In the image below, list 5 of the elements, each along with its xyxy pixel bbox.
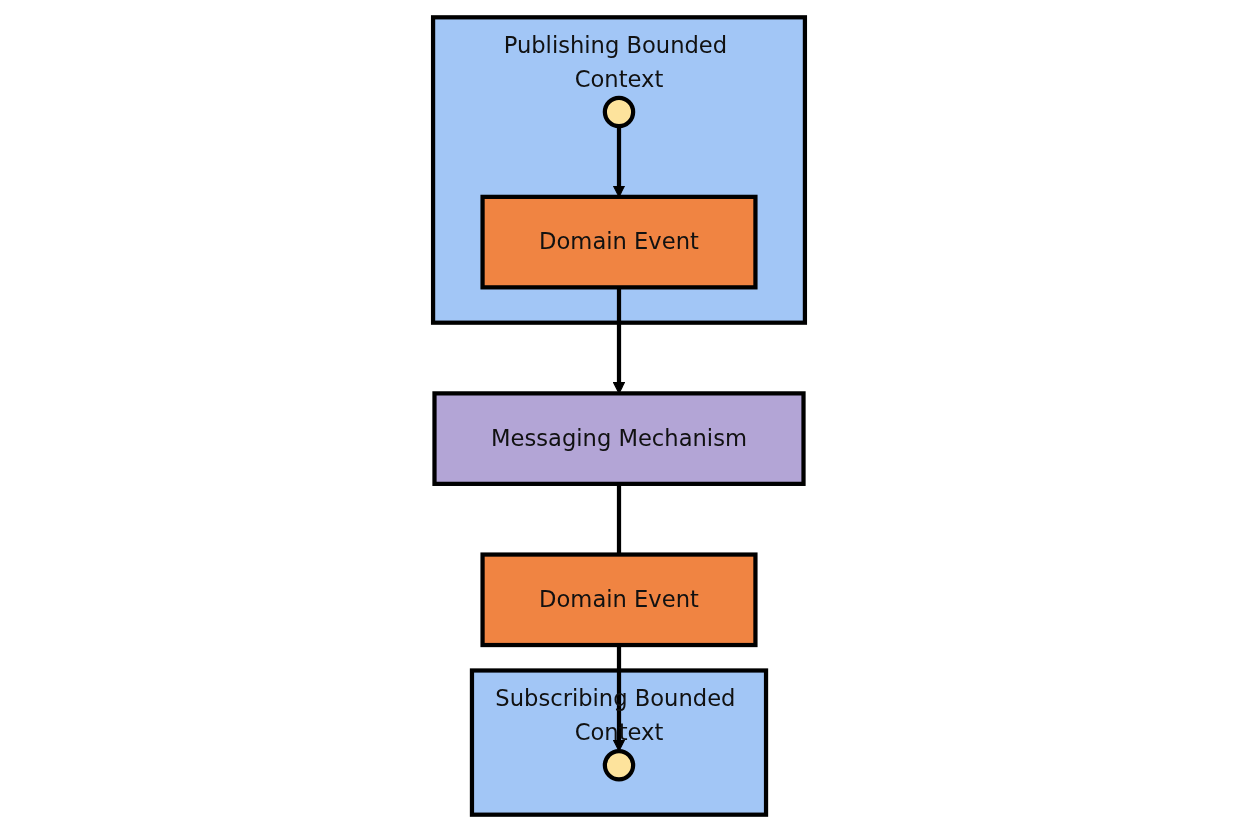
node-circle — [602, 748, 636, 782]
node-box: Domain Event — [480, 194, 758, 290]
node-box: Domain Event — [480, 552, 758, 648]
node-circle — [602, 95, 636, 129]
node-box: Messaging Mechanism — [432, 391, 806, 486]
